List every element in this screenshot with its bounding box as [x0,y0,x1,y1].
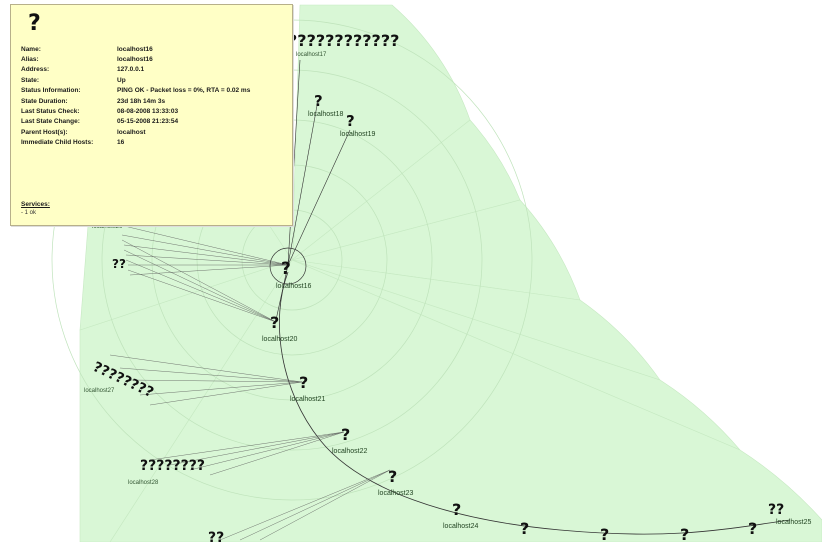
info-key: State Duration: [21,97,68,105]
question-mark-icon: ? [341,425,350,444]
host-label: localhost19 [340,131,376,138]
info-row: Parent Host(s): localhost [21,127,250,137]
question-mark-icon: ? [299,373,308,392]
question-mark-icon: ? [600,525,609,542]
info-key: State: [21,76,40,84]
question-mark-icon: ? [281,259,291,279]
info-key: Last State Change: [21,118,80,126]
host-node[interactable]: ? localhost18 [308,92,344,118]
services-heading[interactable]: Services: [21,201,50,208]
info-row: Immediate Child Hosts: 16 [21,138,250,148]
cluster-label: localhost26 [92,224,123,230]
info-row: Name: localhost16 [21,44,250,54]
host-node[interactable]: ? localhost22 [332,425,368,455]
info-value: 16 [117,139,125,147]
question-mark-icon: ???????????? [288,31,399,50]
host-node[interactable]: ? [600,525,609,542]
question-mark-icon: ?? [768,502,784,518]
host-label: localhost25 [776,519,812,526]
info-value: localhost [117,128,146,136]
question-mark-icon: ?? [208,530,224,542]
info-value: 05-15-2008 21:23:54 [117,118,179,126]
info-row: State: Up [21,75,250,85]
left-host-cluster[interactable]: ?? localhost26 [92,224,126,271]
cluster-label: localhost28 [128,480,159,486]
question-mark-icon: ? [452,500,461,519]
trunk-link [279,271,791,535]
info-row: Last Status Check: 08-08-2008 13:33:03 [21,106,250,116]
top-host-cluster[interactable]: ???????????? localhost17 [288,31,399,58]
host-node[interactable]: ? localhost20 [262,313,298,343]
fan-links [109,224,391,541]
info-key: Status Information: [21,87,81,95]
question-mark-icon: ???????? [140,458,205,474]
host-node[interactable]: ? [680,525,689,542]
info-key: Immediate Child Hosts: [21,139,94,147]
cluster-label: localhost17 [296,52,327,58]
question-mark-icon: ? [748,519,757,538]
left-host-cluster[interactable]: ?? [208,530,224,542]
host-label: localhost21 [290,396,326,403]
info-key: Address: [21,66,50,74]
host-label: localhost24 [443,523,479,530]
info-value: 127.0.0.1 [117,66,145,74]
left-host-cluster[interactable]: ???????? localhost28 [128,458,205,486]
host-node[interactable]: ? [748,519,757,538]
service-item: - 1 ok [21,210,37,216]
info-key: Last Status Check: [21,108,80,116]
question-mark-icon: ? [270,313,279,332]
info-value: Up [117,76,126,84]
host-node[interactable]: ? [520,519,529,538]
info-value: 23d 18h 14m 3s [117,97,166,105]
info-row: Status Information: PING OK - Packet loss… [21,86,250,96]
question-mark-icon: ? [388,467,397,486]
info-value: PING OK - Packet loss = 0%, RTA = 0.02 m… [117,87,251,95]
host-label: localhost20 [262,336,298,343]
info-value: localhost16 [117,45,153,53]
host-node[interactable]: ? localhost23 [378,467,414,497]
cluster-label: localhost27 [84,388,115,394]
info-row: Address: 127.0.0.1 [21,65,250,75]
info-row: Alias: localhost16 [21,54,250,64]
host-node[interactable]: ? localhost24 [443,500,479,530]
host-label: localhost22 [332,448,368,455]
host-node[interactable]: ?? localhost25 [768,502,812,526]
info-value: localhost16 [117,56,153,64]
info-row: Last State Change: 05-15-2008 21:23:54 [21,117,250,127]
info-key: Alias: [21,56,39,64]
spoke-links [275,59,351,321]
question-mark-icon: ? [346,112,355,130]
info-key: Parent Host(s): [21,128,68,136]
host-label: localhost23 [378,490,414,497]
host-label: localhost16 [276,283,312,290]
info-row: State Duration: 23d 18h 14m 3s [21,96,250,106]
question-mark-icon: ? [314,92,323,110]
center-node[interactable]: ? localhost16 [269,247,312,290]
info-value: 08-08-2008 13:33:03 [117,108,179,116]
question-mark-icon: ? [28,11,41,36]
host-node[interactable]: ? localhost19 [340,112,376,138]
host-node[interactable]: ? localhost21 [290,373,326,403]
question-mark-icon: ?? [112,257,126,271]
host-label: localhost18 [308,111,344,118]
question-mark-icon: ? [680,525,689,542]
question-mark-icon: ? [520,519,529,538]
info-key: Name: [21,45,41,53]
